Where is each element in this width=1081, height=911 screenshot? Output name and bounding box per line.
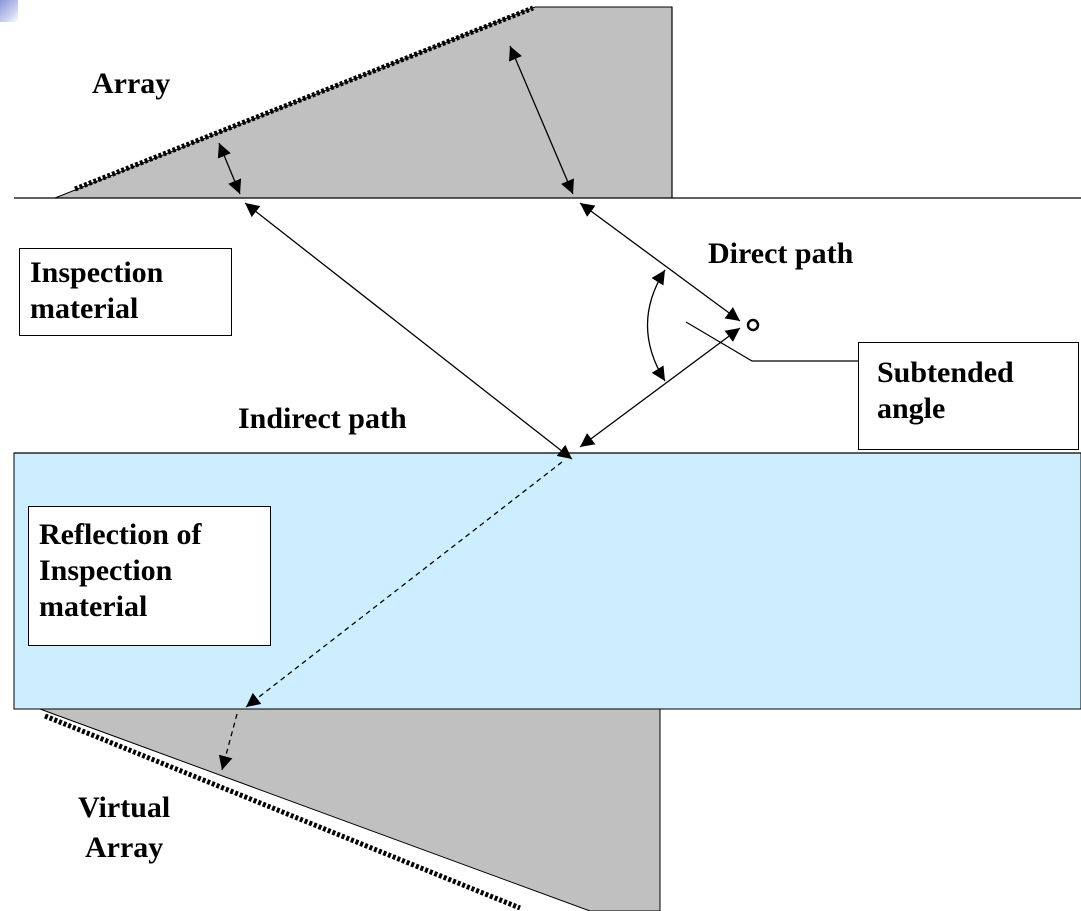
reflection-box-line2: Inspection [39,554,173,587]
reflection-of-inspection-material-box: Reflection of Inspection material [28,506,271,646]
direct-path-arrow [579,202,741,322]
direct-path-label: Direct path [708,237,854,270]
subtended-angle-box: Subtended angle [858,342,1079,450]
indirect-path-arrow [244,202,573,460]
inspection-material-box: Inspection material [19,248,232,336]
slide-corner-accent [0,0,18,22]
reflected-direct-path-arrow [579,327,741,448]
wedge-arrow-right [509,45,574,195]
subtended-angle-leader [685,321,858,362]
subtended-angle-arc [646,269,666,382]
virtual-array-label-line1: Virtual [78,791,171,824]
inspection-material-line1: Inspection [30,256,164,289]
virtual-array-elements [44,713,521,911]
virtual-array-label-line2: Array [85,831,164,864]
subtended-angle-line1: Subtended [877,356,1014,389]
array-label: Array [92,67,171,100]
virtual-array-wedge [39,708,661,911]
subtended-angle-line2: angle [877,392,946,425]
wedge-arrow-left [217,142,242,195]
indirect-path-label: Indirect path [238,402,407,435]
virtual-wedge-dashed-arrow [218,713,238,771]
virtual-path-dashed-arrow [245,461,563,708]
reflection-box-line3: material [39,590,148,623]
defect-point [746,318,760,332]
inspection-material-line2: material [30,292,139,325]
array-wedge [54,6,673,199]
reflection-box-line1: Reflection of [39,518,202,551]
array-elements [74,5,534,192]
